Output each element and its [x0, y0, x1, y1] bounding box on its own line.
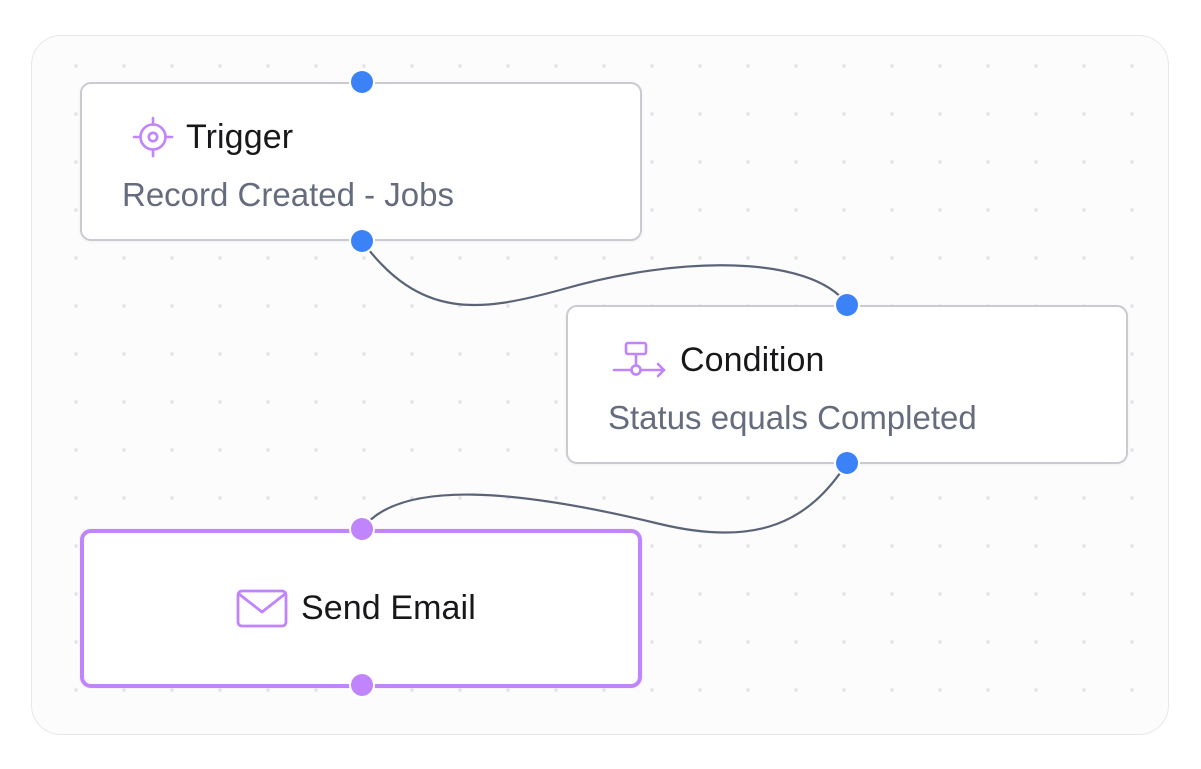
trigger-node[interactable]: Trigger Record Created - Jobs — [80, 82, 642, 241]
send-email-node-title: Send Email — [301, 588, 476, 627]
target-icon — [132, 116, 174, 158]
condition-node[interactable]: Condition Status equals Completed — [566, 305, 1128, 464]
condition-output-handle[interactable] — [836, 452, 858, 474]
condition-node-title: Condition — [680, 340, 825, 379]
branch-flow-icon — [612, 339, 668, 381]
condition-input-handle[interactable] — [836, 294, 858, 316]
send-email-node[interactable]: Send Email — [80, 529, 642, 688]
trigger-output-handle[interactable] — [351, 230, 373, 252]
trigger-node-subtitle: Record Created - Jobs — [122, 176, 454, 213]
condition-node-header: Condition — [612, 339, 825, 381]
mail-icon — [235, 587, 289, 629]
trigger-input-handle[interactable] — [351, 71, 373, 93]
send-email-output-handle[interactable] — [351, 674, 373, 696]
condition-node-subtitle: Status equals Completed — [608, 399, 977, 436]
send-email-input-handle[interactable] — [351, 518, 373, 540]
trigger-node-title: Trigger — [186, 117, 294, 156]
trigger-node-header: Trigger — [132, 116, 293, 158]
send-email-node-header: Send Email — [235, 587, 476, 629]
